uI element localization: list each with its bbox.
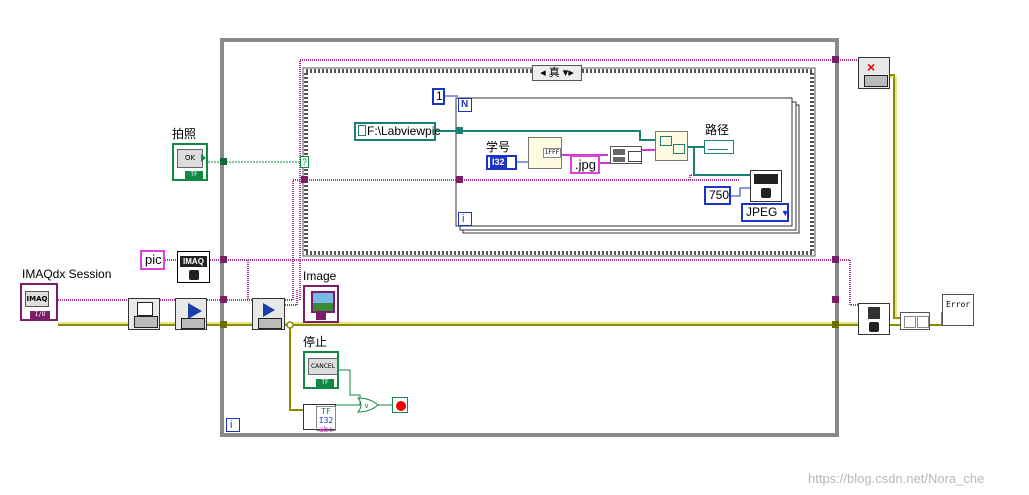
- path-icon: [358, 125, 366, 136]
- take-photo-label: 拍照: [172, 127, 197, 141]
- svg-text:∨: ∨: [364, 402, 369, 410]
- or-gate-icon: [356, 397, 379, 413]
- student-id-control[interactable]: I32: [486, 155, 517, 170]
- imaq-dispose-node[interactable]: [858, 303, 890, 335]
- loop-stop-terminal[interactable]: [392, 397, 408, 413]
- case-dropdown-icon[interactable]: ▾▸: [562, 67, 574, 79]
- take-photo-button-control[interactable]: OK TF: [172, 143, 208, 181]
- while-iteration-terminal: i: [226, 418, 240, 432]
- error-icon: Error: [946, 300, 971, 309]
- play-icon: [188, 303, 202, 319]
- case-selector[interactable]: ◂ 真 ▾▸: [532, 65, 582, 81]
- save-image-icon: [754, 174, 778, 184]
- case-selector-terminal: ?: [300, 156, 309, 168]
- write-image-file-node[interactable]: [750, 170, 782, 202]
- path-label: 路径: [705, 123, 730, 137]
- path-indicator[interactable]: [704, 140, 734, 154]
- imaqdx-close-node[interactable]: ×: [858, 57, 890, 89]
- folder-path-constant[interactable]: F:\Labviewpic: [354, 122, 440, 141]
- concatenate-strings-node[interactable]: [610, 146, 642, 164]
- stop-icon: [396, 401, 406, 411]
- imaqdx-session-control[interactable]: IMAQ I/O: [20, 283, 58, 321]
- for-count-terminal: N: [458, 98, 472, 112]
- path-arrow-icon: [708, 145, 728, 150]
- file-type-ring[interactable]: JPEG ▼: [741, 203, 790, 222]
- image-display-icon: [311, 291, 335, 313]
- pic-name-constant[interactable]: pic: [140, 250, 165, 270]
- imaqdx-grab-node[interactable]: [252, 298, 285, 330]
- stop-button-control[interactable]: CANCEL TF: [303, 351, 339, 389]
- cancel-button: CANCEL: [308, 358, 338, 375]
- ok-button: OK: [177, 149, 203, 168]
- extension-constant[interactable]: .jpg: [570, 155, 600, 174]
- close-icon: ×: [867, 59, 876, 75]
- imaq-create-node[interactable]: IMAQ: [177, 251, 210, 283]
- grab-play-icon: [263, 303, 275, 317]
- create-icon: [189, 270, 199, 280]
- number-to-string-node[interactable]: 1FFF: [528, 137, 562, 169]
- imaqdx-open-node[interactable]: [128, 298, 160, 330]
- camera-open-icon: [137, 302, 153, 316]
- loop-count-constant[interactable]: 1: [432, 88, 445, 105]
- while-loop: [220, 38, 839, 437]
- image-label: Image: [303, 269, 337, 283]
- merge-errors-node[interactable]: [900, 312, 930, 330]
- output-arrow-icon: [201, 154, 206, 162]
- quality-constant[interactable]: 750: [704, 186, 731, 205]
- case-prev-icon[interactable]: ◂: [540, 67, 546, 79]
- student-id-label: 学号: [486, 140, 511, 154]
- trash-icon: [868, 307, 880, 319]
- stop-label: 停止: [303, 335, 328, 349]
- imaqdx-session-label: IMAQdx Session: [22, 267, 112, 281]
- image-indicator[interactable]: [303, 285, 339, 323]
- for-iteration-terminal: i: [458, 212, 472, 226]
- build-path-node[interactable]: [655, 131, 688, 161]
- simple-error-handler-node[interactable]: Error: [942, 294, 974, 326]
- watermark: https://blog.csdn.net/Nora_che: [808, 471, 985, 486]
- chevron-down-icon[interactable]: ▼: [780, 208, 790, 218]
- session-icon: IMAQ: [25, 291, 49, 307]
- imaqdx-configure-grab-node[interactable]: [175, 298, 207, 330]
